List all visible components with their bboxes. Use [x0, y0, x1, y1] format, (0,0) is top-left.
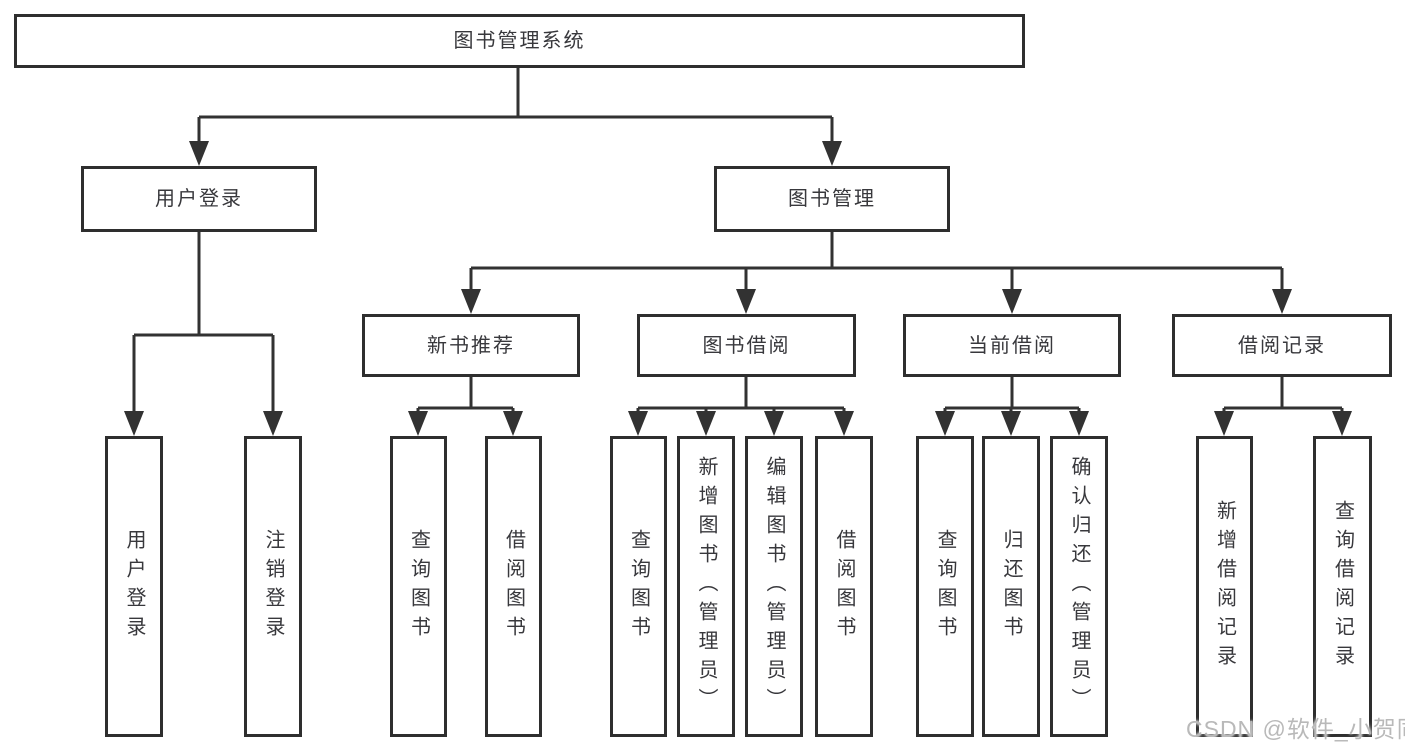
leaf-query-book-borrow: 查询图书: [610, 436, 667, 737]
leaf-borrow-book: 借阅图书: [815, 436, 873, 737]
node-user-login: 用户登录: [81, 166, 317, 232]
leaf-confirm-return-admin: 确认归还（管理员）: [1050, 436, 1108, 737]
leaf-add-borrow-record: 新增借阅记录: [1196, 436, 1253, 737]
leaf-borrow-book-recommend: 借阅图书: [485, 436, 542, 737]
csdn-watermark: CSDN @软件_小贺同学: [1186, 716, 1405, 742]
leaf-add-book-admin: 新增图书（管理员）: [677, 436, 735, 737]
leaf-logout: 注销登录: [244, 436, 302, 737]
arrow-down-icon: [124, 141, 1352, 436]
leaf-edit-book-admin: 编辑图书（管理员）: [745, 436, 803, 737]
node-current-borrow: 当前借阅: [903, 314, 1121, 377]
node-new-book-recommend: 新书推荐: [362, 314, 580, 377]
leaf-return-book: 归还图书: [982, 436, 1040, 737]
connector: [132, 68, 1344, 432]
node-borrow-record: 借阅记录: [1172, 314, 1392, 377]
node-book-management: 图书管理: [714, 166, 950, 232]
leaf-query-book-current: 查询图书: [916, 436, 974, 737]
leaf-query-borrow-record: 查询借阅记录: [1313, 436, 1372, 737]
leaf-query-book-recommend: 查询图书: [390, 436, 447, 737]
leaf-user-login: 用户登录: [105, 436, 163, 737]
node-root: 图书管理系统: [14, 14, 1025, 68]
node-book-borrow: 图书借阅: [637, 314, 856, 377]
